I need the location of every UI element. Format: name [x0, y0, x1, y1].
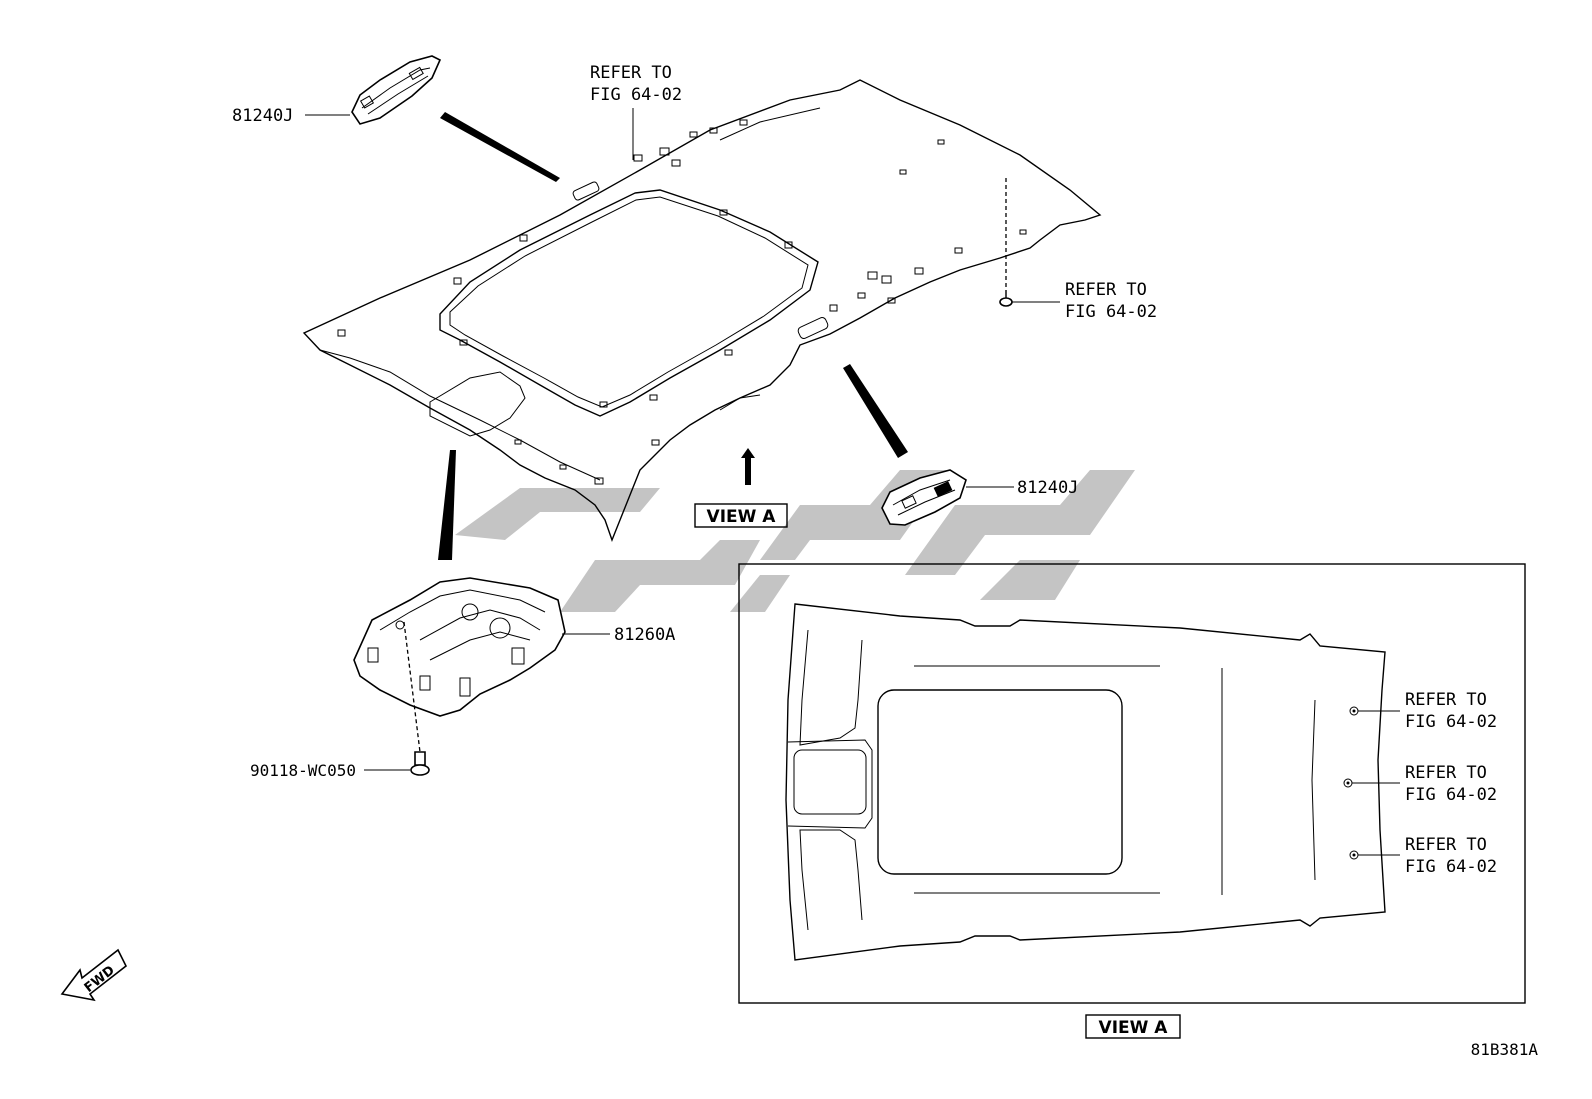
refer-label-right-line1: REFER TO	[1065, 280, 1147, 300]
view-a-inset	[738, 563, 1526, 1004]
view-a-caption: VIEW A	[1099, 1018, 1169, 1038]
view-a-caption-box	[1085, 1014, 1181, 1039]
headliner-panel	[302, 79, 1102, 542]
refer-label-inset-3-line2: FIG 64-02	[1405, 857, 1497, 877]
console-box-part	[353, 577, 566, 717]
diagram-code: 81B381A	[1471, 1040, 1539, 1059]
leader-wedge-top	[440, 112, 560, 182]
refer-label-inset-2-line2: FIG 64-02	[1405, 785, 1497, 805]
part-number-screw: 90118-WC050	[250, 761, 356, 780]
part-number-console-box: 81260A	[614, 625, 675, 645]
refer-label-inset-3-line1: REFER TO	[1405, 835, 1487, 855]
part-number-map-light-top: 81240J	[232, 106, 293, 126]
map-light-top-part	[351, 55, 442, 125]
refer-label-right-line2: FIG 64-02	[1065, 302, 1157, 322]
refer-label-inset-1-line2: FIG 64-02	[1405, 712, 1497, 732]
fwd-arrow-icon: FWD	[60, 948, 128, 1002]
part-number-map-light-right: 81240J	[1017, 478, 1078, 498]
screw-part	[410, 751, 430, 776]
view-a-arrow: VIEW A	[694, 448, 788, 528]
refer-label-top-line2: FIG 64-02	[590, 85, 682, 105]
screw-installation-line	[403, 621, 421, 753]
refer-label-top-line1: REFER TO	[590, 63, 672, 83]
refer-label-inset-1-line1: REFER TO	[1405, 690, 1487, 710]
leader-wedge-right	[843, 364, 908, 458]
leader-wedge-console	[438, 450, 456, 560]
refer-label-inset-2-line1: REFER TO	[1405, 763, 1487, 783]
map-light-right-part	[881, 469, 967, 526]
view-a-label: VIEW A	[707, 507, 777, 527]
clip-part	[999, 290, 1013, 307]
